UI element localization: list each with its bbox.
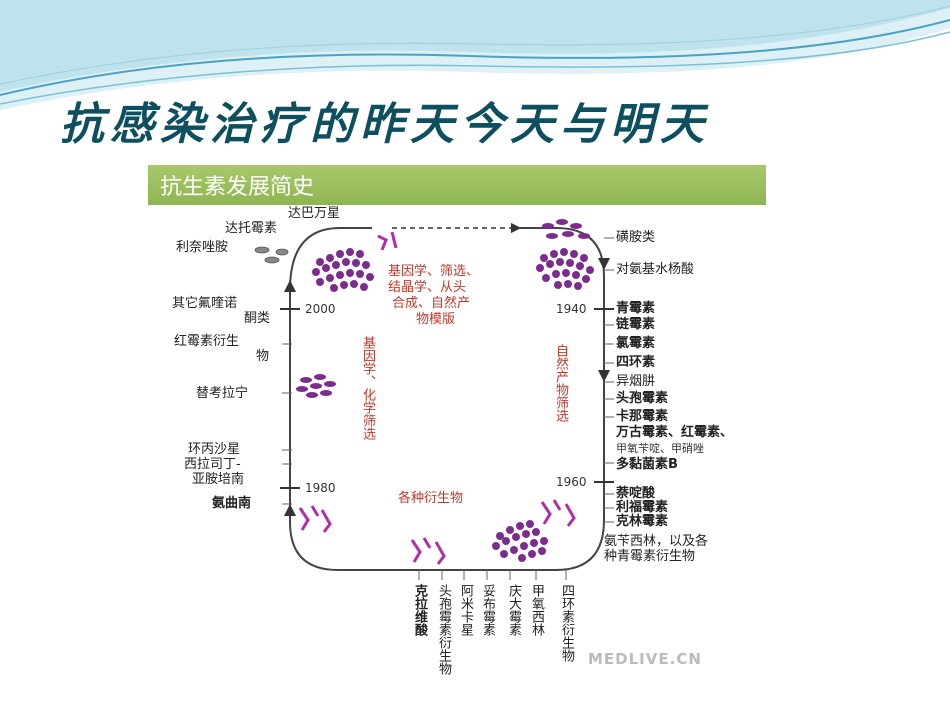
- header-wave-decoration: [0, 0, 950, 110]
- label-tetracycline-derivatives: 四环素衍生物: [559, 584, 574, 662]
- right-event-ticks: [604, 237, 614, 523]
- diagram-panel: [148, 163, 766, 677]
- label-erythromycin-derivative-line1: 红霉素衍生: [174, 334, 240, 349]
- label-kanamycin: 卡那霉素: [616, 409, 669, 424]
- slide-title: 抗感染治疗的昨天今天与明天: [60, 99, 710, 150]
- label-teicoplanin: 替考拉宁: [196, 386, 249, 401]
- label-cilastatin-line2: 亚胺培南: [192, 472, 245, 487]
- diagram-header-text: 抗生素发展简史: [160, 175, 315, 200]
- year-2000: 2000: [305, 302, 336, 316]
- inner-label-top-line3: 合成、自然产: [392, 296, 471, 311]
- label-methicillin: 甲氧西林: [529, 584, 544, 636]
- label-rifamycin: 利福霉素: [616, 500, 669, 515]
- wave-line-3: [0, 5, 950, 85]
- year-1980: 1980: [305, 481, 336, 495]
- label-vancomycin-line1: 万古霉素、红霉素、: [616, 425, 734, 440]
- inner-label-left-vertical: 基因学、化学筛选: [360, 336, 375, 440]
- molecule-icon: [298, 505, 332, 533]
- label-gentamicin: 庆大霉素: [506, 584, 521, 636]
- label-amikacin: 阿米卡星: [458, 584, 473, 636]
- wave-line-2: [0, 31, 950, 105]
- rod-bacteria-icon: [542, 219, 590, 239]
- label-isoniazid: 异烟肼: [616, 374, 656, 389]
- label-tobramycin: 妥布霉素: [480, 584, 495, 636]
- label-penicillin: 青霉素: [616, 301, 656, 316]
- inner-label-top-line2: 结晶学、从头: [388, 280, 467, 295]
- label-chloramphenicol: 氯霉素: [616, 336, 656, 351]
- label-cephalosporin: 头孢霉素: [616, 391, 669, 406]
- wave-fill-mid: [0, 0, 950, 92]
- arrow-right-down: [598, 370, 610, 382]
- label-cephalosporin-derivatives: 头孢霉素衍生物: [436, 584, 451, 675]
- label-nalidixic-acid: 萘啶酸: [616, 486, 656, 501]
- wave-line-1: [0, 19, 950, 96]
- label-pas: 对氨基水杨酸: [616, 262, 695, 277]
- diagram-header-banner: [148, 165, 766, 205]
- label-erythromycin-derivative-line2: 物: [256, 349, 270, 364]
- molecule-icon: [410, 537, 446, 565]
- label-ciprofloxacin: 环丙沙星: [188, 442, 241, 457]
- label-linezolid: 利奈唑胺: [176, 240, 229, 255]
- left-event-ticks: [282, 343, 292, 505]
- watermark: MEDLIVE.CN: [588, 650, 702, 668]
- arrow-right-down-top: [598, 258, 610, 270]
- arrow-left-up: [284, 280, 296, 292]
- label-clindamycin: 克林霉素: [616, 514, 669, 529]
- year-1940: 1940: [556, 302, 587, 316]
- label-ampicillin-line2: 种青霉素衍生物: [604, 549, 696, 564]
- bottom-event-ticks: [418, 570, 567, 580]
- label-fluoroquinolones-line2: 酮类: [244, 311, 271, 326]
- bacteria-cluster-icon: [492, 520, 548, 562]
- label-fluoroquinolones-line1: 其它氟喹诺: [172, 296, 238, 311]
- year-1960: 1960: [556, 475, 587, 489]
- molecule-icon: [540, 499, 576, 527]
- label-tetracycline: 四环素: [616, 355, 656, 370]
- label-polymyxin: 多黏菌素B: [616, 457, 678, 472]
- label-vancomycin-line2: 甲氧苄啶、甲硝唑: [616, 442, 704, 455]
- label-aztreonam: 氨曲南: [212, 496, 252, 511]
- label-ampicillin-line1: 氨苄西林，以及各: [604, 534, 709, 549]
- bacteria-cluster-icon: [536, 248, 594, 290]
- timeline-loop: [289, 227, 605, 571]
- label-sulfonamides: 磺胺类: [616, 230, 656, 245]
- inner-label-bottom: 各种衍生物: [398, 491, 464, 506]
- label-streptomycin: 链霉素: [616, 317, 656, 332]
- label-dalbavancin: 达巴万星: [288, 206, 341, 221]
- label-clavulanic-acid: 克拉维酸: [412, 584, 427, 636]
- rod-bacteria-icon: [296, 374, 336, 398]
- arrow-left-up-bottom: [284, 504, 296, 516]
- inner-label-top-line1: 基因学、筛选、: [388, 264, 480, 279]
- label-cilastatin-line1: 西拉司丁-: [184, 457, 241, 472]
- molecule-icon: [377, 231, 398, 251]
- inner-label-top-line4: 物模版: [416, 312, 456, 327]
- bacteria-cluster-icon: [312, 248, 374, 292]
- label-daptomycin: 达托霉素: [225, 221, 278, 236]
- pill-icon: [254, 246, 289, 264]
- inner-label-right-vertical: 自然产物筛选: [553, 344, 568, 422]
